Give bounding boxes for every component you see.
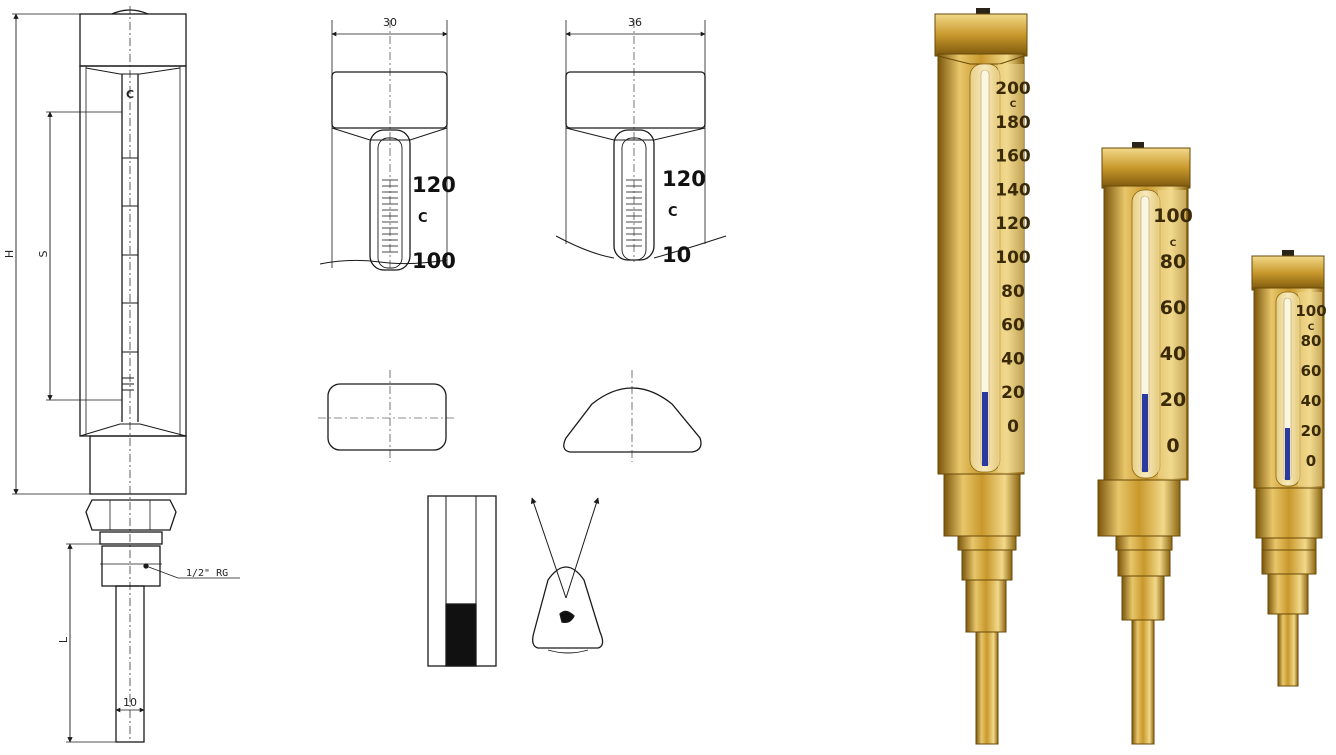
scale-number: 100 [995,248,1031,268]
scale-number: 20 [1001,383,1025,403]
detail-angled-upper-value: 120 [662,167,706,191]
stem-diameter-label: 10 [123,696,137,709]
scale-number: 20 [1160,389,1186,411]
cross-sections [318,370,702,462]
scale-number: 120 [995,214,1031,234]
drawing-unit-letter: C [126,88,134,101]
detail-angled-lower-value: 10 [662,243,691,267]
product-thermometer-large [934,8,1028,745]
dimension-l-label: L [57,636,70,643]
scale-number: 100 [1153,205,1193,227]
dimension-h-label: H [3,250,16,258]
scale-number: 40 [1160,343,1186,365]
scale-number: 40 [1001,349,1025,369]
scale-number: 60 [1001,316,1025,336]
product-medium-scale: 100 80 60 40 20 0 C [1153,205,1193,457]
scale-number: 0 [1166,435,1179,457]
scale-number: 0 [1306,452,1316,470]
scale-unit: C [1010,100,1017,110]
thread-size-label: 1/2" RG [186,568,228,579]
detail-angled-case [555,20,727,262]
product-small-scale: 100 80 60 40 20 0 C [1295,302,1326,470]
reading-view-icons [427,495,604,667]
scale-number: 160 [995,147,1031,167]
scale-number: 80 [1301,332,1322,350]
scale-number: 200 [995,79,1031,99]
scale-number: 180 [995,113,1031,133]
scale-number: 100 [1295,302,1326,320]
scale-number: 0 [1007,417,1019,437]
scale-number: 80 [1001,282,1025,302]
dimension-s-label: S [37,250,50,257]
width-30-label: 30 [383,16,397,29]
detail-straight-case [319,20,448,271]
detail-straight-upper-value: 120 [412,173,456,197]
detail-angled-unit: C [668,205,678,220]
width-36-label: 36 [628,16,642,29]
scale-number: 40 [1301,392,1322,410]
scale-number: 140 [995,180,1031,200]
scale-number: 20 [1301,422,1322,440]
scale-number: 60 [1160,297,1186,319]
scale-unit: C [1170,239,1177,249]
product-thermometer-medium [1097,142,1191,745]
detail-straight-lower-value: 100 [412,249,456,273]
scale-unit: C [1308,323,1315,333]
scale-number: 80 [1160,251,1186,273]
technical-drawing [12,6,240,743]
detail-straight-unit: C [418,211,428,226]
scale-number: 60 [1301,362,1322,380]
product-thermometer-small [1251,250,1325,687]
